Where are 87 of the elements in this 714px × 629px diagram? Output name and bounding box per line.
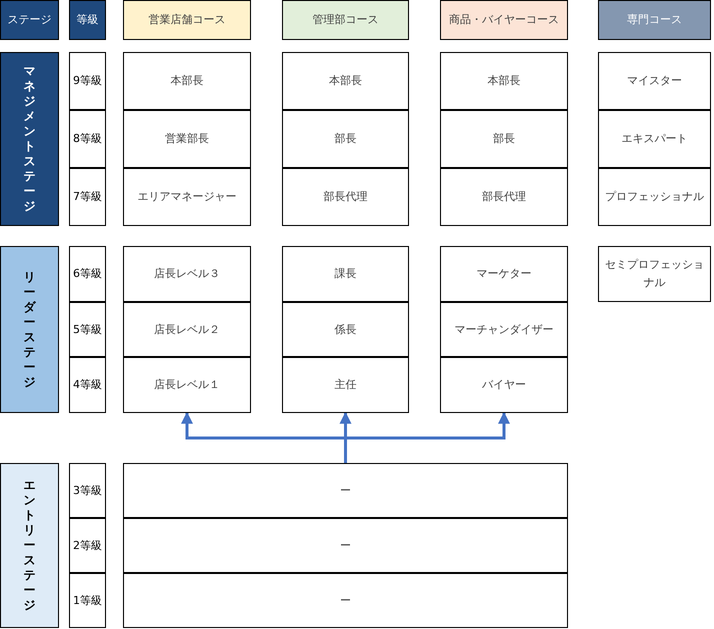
header-box xyxy=(0,0,59,40)
header-text: 商品・バイヤーコース xyxy=(449,12,559,28)
grade-box xyxy=(69,168,106,226)
grade-box xyxy=(69,518,106,573)
position-title: 本部長 xyxy=(486,73,522,90)
position-box xyxy=(123,246,251,302)
position-box xyxy=(440,246,568,302)
position-title: バイヤー xyxy=(481,377,527,394)
header-text: 等級 xyxy=(76,12,98,28)
position-box xyxy=(598,52,711,110)
header-text: ステージ xyxy=(8,12,52,28)
arrow xyxy=(344,412,510,463)
position-title: 部長代理 xyxy=(322,189,368,206)
position-box xyxy=(440,357,568,413)
header-text: 営業店舗コース xyxy=(148,12,226,28)
grade-label: 7等級 xyxy=(73,189,102,206)
position-box xyxy=(598,168,711,226)
grade-label: 2等級 xyxy=(73,538,102,554)
position-title: 部長代理 xyxy=(481,189,527,206)
position-title: マーケター xyxy=(476,266,532,282)
stage-text: マネジメントステージ xyxy=(23,64,36,214)
grade-label: 9等級 xyxy=(73,73,102,90)
position-box xyxy=(440,168,568,226)
position-box xyxy=(282,246,409,302)
position-box xyxy=(123,302,251,357)
header-box xyxy=(440,0,568,40)
position-box xyxy=(123,573,568,628)
header-text: 管理部コース xyxy=(312,12,378,28)
position-box xyxy=(282,302,409,357)
grade-label: 8等級 xyxy=(73,131,102,148)
stage-box xyxy=(0,463,59,628)
stage-text: リーダーステージ xyxy=(23,270,36,390)
position-title: エリアマネージャー xyxy=(136,189,238,206)
header-box xyxy=(123,0,251,40)
position-title: 課長 xyxy=(334,266,358,282)
position-title: 部長 xyxy=(492,131,516,148)
grade-box xyxy=(69,463,106,518)
grade-box xyxy=(69,357,106,413)
position-title: 店長レベル１ xyxy=(153,377,221,394)
position-title: 店長レベル３ xyxy=(153,266,221,282)
stage-box xyxy=(0,246,59,413)
position-box xyxy=(598,246,711,302)
position-title: ー xyxy=(339,482,352,499)
position-box xyxy=(123,52,251,110)
position-title: 部長 xyxy=(334,131,358,148)
position-box xyxy=(282,52,409,110)
position-box xyxy=(282,168,409,226)
grade-box xyxy=(69,52,106,110)
grade-box xyxy=(69,246,106,302)
header-box xyxy=(598,0,711,40)
position-title: 営業部長 xyxy=(164,131,210,148)
position-title: 主任 xyxy=(334,377,358,394)
grade-label: 4等級 xyxy=(73,377,102,394)
position-title: マーチャンダイザー xyxy=(454,322,554,338)
position-title: 店長レベル２ xyxy=(153,322,221,338)
header-text: 専門コース xyxy=(627,12,682,28)
header-box xyxy=(282,0,409,40)
grade-label: 3等級 xyxy=(73,482,102,499)
grade-label: 1等級 xyxy=(73,592,102,609)
position-box xyxy=(440,302,568,357)
position-box xyxy=(123,518,568,573)
grade-box xyxy=(69,573,106,628)
position-box xyxy=(440,52,568,110)
position-box xyxy=(282,110,409,168)
position-box xyxy=(123,110,251,168)
stage-text: エントリーステージ xyxy=(23,478,36,613)
stage-box xyxy=(0,52,59,226)
position-box xyxy=(440,110,568,168)
position-title: 本部長 xyxy=(170,73,204,90)
position-title: マイスター xyxy=(626,73,683,90)
grade-label: 5等級 xyxy=(73,322,102,338)
position-box xyxy=(123,168,251,226)
position-title: エキスパート xyxy=(620,131,688,148)
position-title: プロフェッショナル xyxy=(604,189,705,206)
grade-box xyxy=(69,302,106,357)
position-title: 本部長 xyxy=(328,73,363,90)
position-title: 係長 xyxy=(334,322,358,338)
position-box xyxy=(598,110,711,168)
position-title: セミプロフェッショナル xyxy=(604,257,705,291)
position-box xyxy=(282,357,409,413)
position-title: ー xyxy=(339,538,352,554)
grade-box xyxy=(69,110,106,168)
position-box xyxy=(123,463,568,518)
grade-label: 6等級 xyxy=(73,266,102,282)
header-box xyxy=(69,0,106,40)
position-title: ー xyxy=(339,592,352,609)
position-box xyxy=(123,357,251,413)
